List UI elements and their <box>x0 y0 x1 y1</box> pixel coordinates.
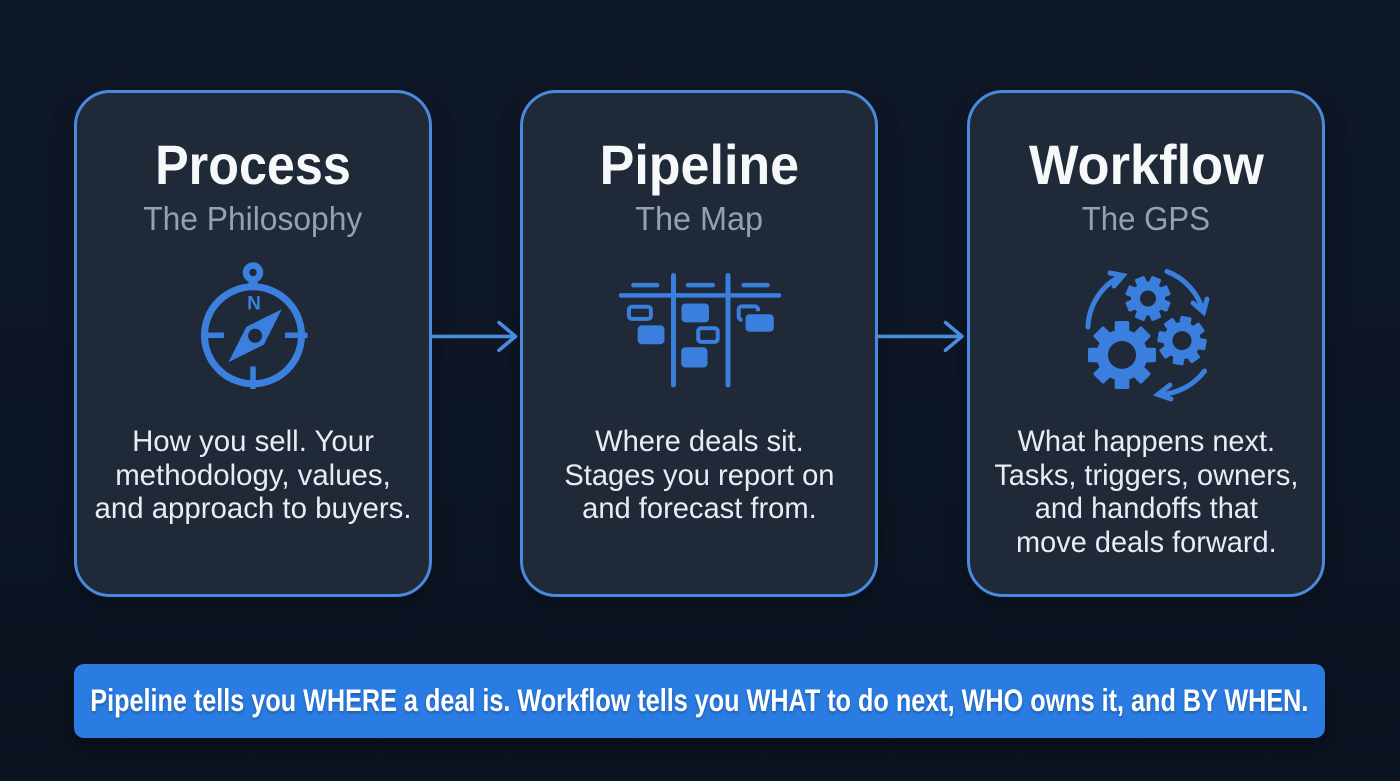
svg-text:N: N <box>247 294 261 315</box>
